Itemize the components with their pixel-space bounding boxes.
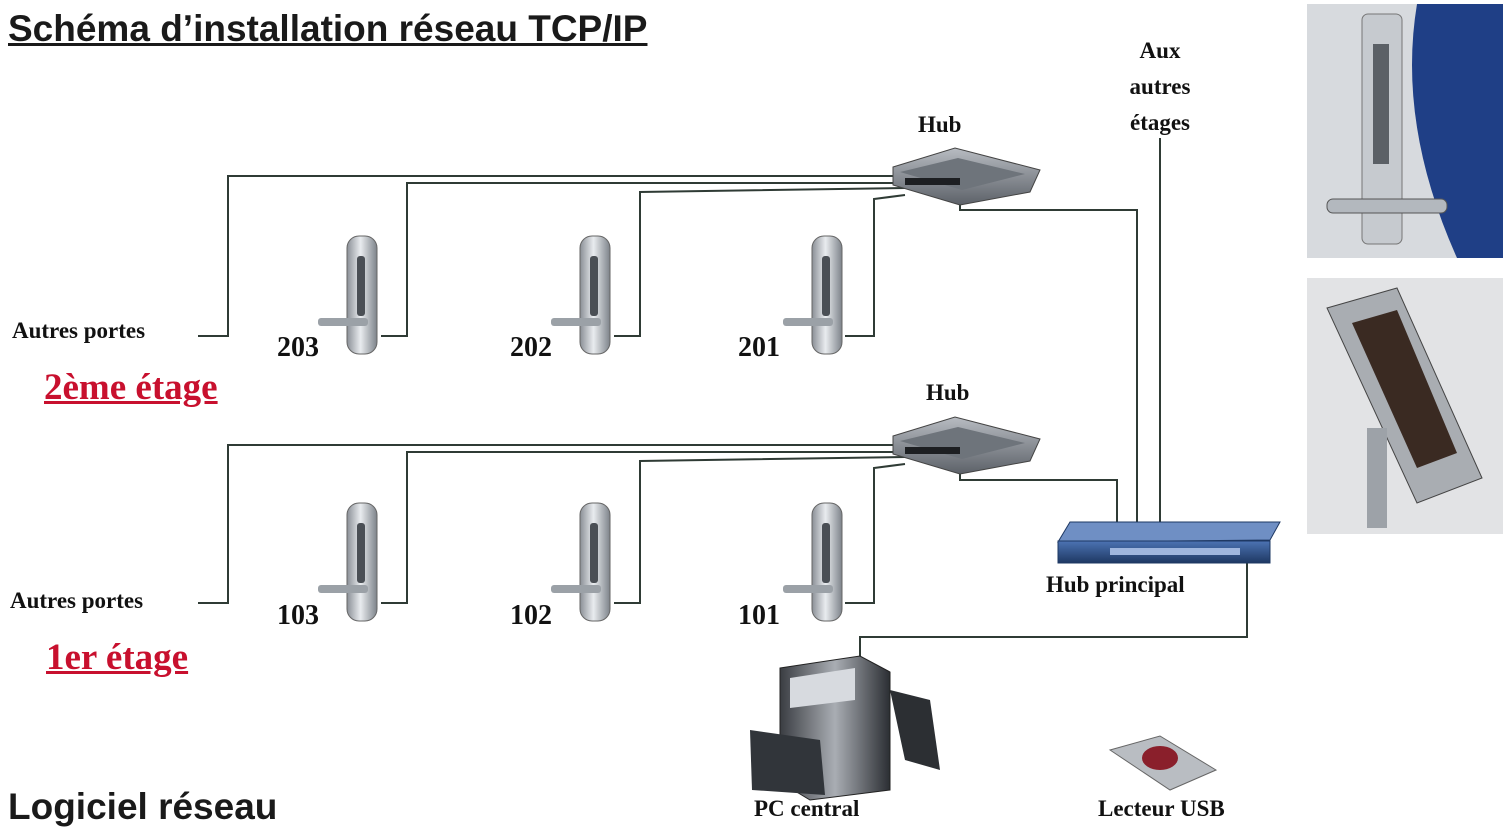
- wires-main: [859, 138, 1248, 668]
- other-floors-label: Aux autres étages: [1129, 38, 1191, 135]
- door-lock-101: [783, 502, 843, 622]
- main-hub-icon: [1057, 521, 1281, 564]
- hub-floor-2-label: Hub: [918, 112, 962, 137]
- hub-floor-1-label: Hub: [926, 380, 970, 405]
- lock-photo-bottom: [1307, 278, 1503, 534]
- floor-2-label: 2ème étage: [44, 367, 218, 408]
- room-label: 202: [510, 332, 552, 363]
- main-hub-label: Hub principal: [1046, 572, 1185, 597]
- room-label: 201: [738, 332, 780, 363]
- room-label: 203: [277, 332, 319, 363]
- section-heading: Logiciel réseau: [8, 786, 278, 827]
- usb-reader-icon: [1108, 735, 1218, 791]
- door-lock-102: [551, 502, 611, 622]
- door-lock-202: [551, 235, 611, 355]
- wires-floor-2: [198, 175, 1138, 550]
- room-label: 102: [510, 600, 552, 631]
- other-doors-floor-1-label: Autres portes: [10, 588, 144, 613]
- lock-photo-top: [1307, 4, 1503, 258]
- door-lock-103: [318, 502, 378, 622]
- other-doors-floor-2-label: Autres portes: [12, 318, 146, 343]
- room-label: 101: [738, 600, 780, 631]
- floor-1-label: 1er étage: [46, 637, 189, 678]
- door-lock-203: [318, 235, 378, 355]
- door-lock-201: [783, 235, 843, 355]
- room-label: 103: [277, 600, 319, 631]
- hub-floor-2-icon: [892, 147, 1041, 206]
- wires-floor-1: [198, 444, 1118, 604]
- usb-reader-label: Lecteur USB: [1098, 796, 1225, 821]
- pc-central-label: PC central: [754, 796, 860, 821]
- pc-central-icon: [750, 655, 940, 801]
- hub-floor-1-icon: [892, 416, 1041, 475]
- page-title: Schéma d’installation réseau TCP/IP: [8, 8, 648, 49]
